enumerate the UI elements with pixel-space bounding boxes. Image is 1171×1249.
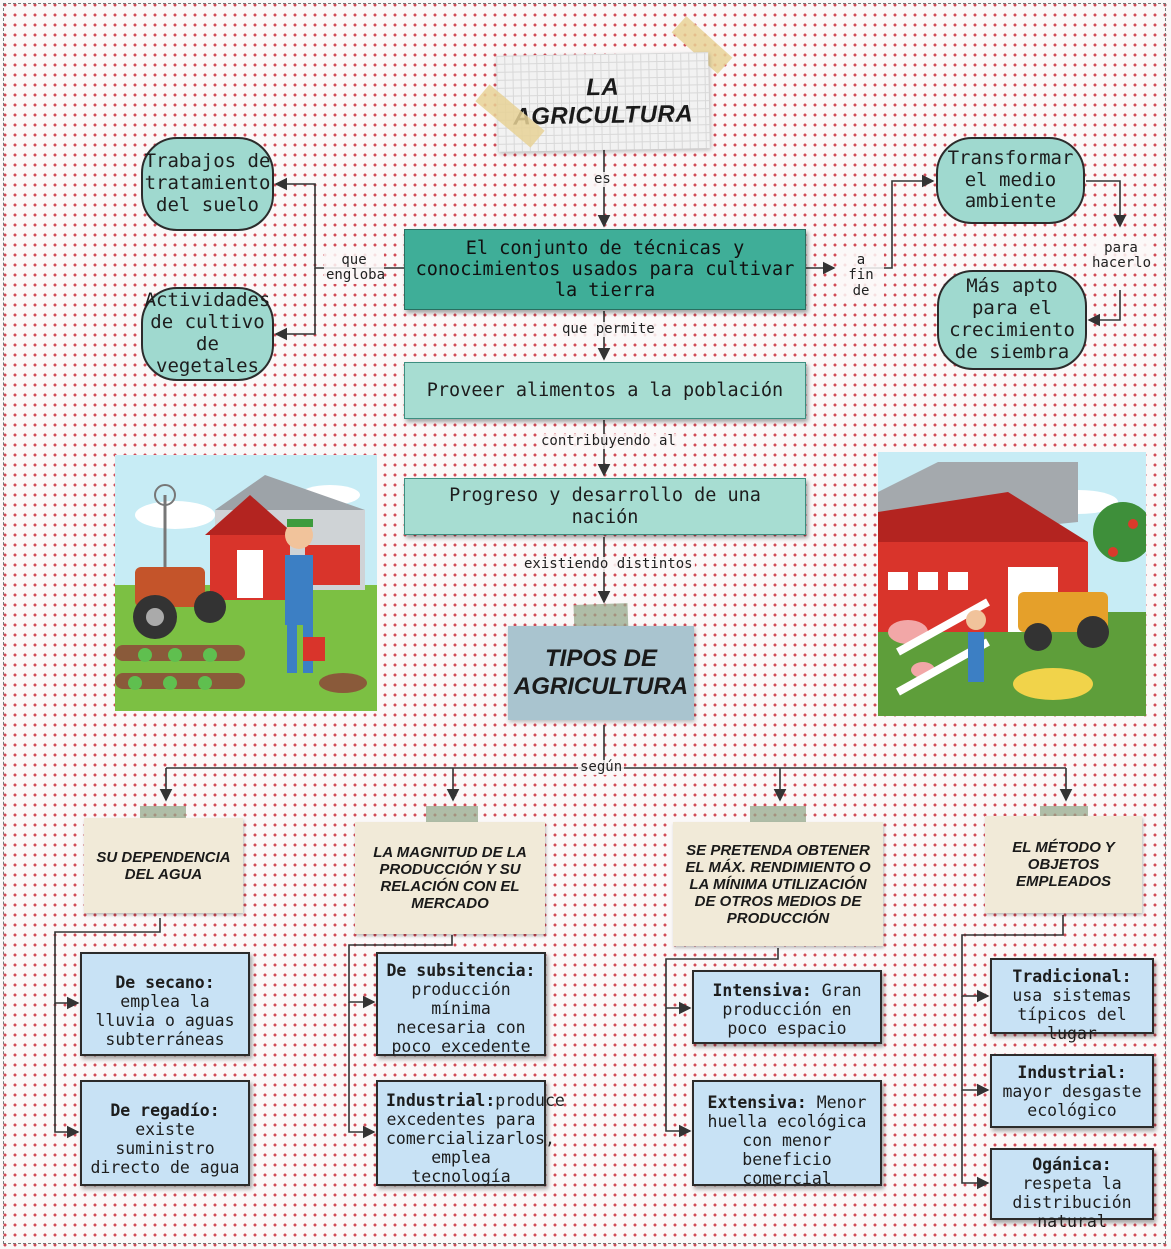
leaf-term: Industrial: xyxy=(386,1091,496,1110)
leaf-desc: existe suministro directo de agua xyxy=(90,1119,240,1177)
category-title-2: LA MAGNITUD DE LA PRODUCCIÓN Y SU RELACI… xyxy=(355,822,545,934)
label-a-fin-de: a fin de xyxy=(838,252,884,300)
farm-left-svg xyxy=(115,455,377,711)
label-segun: según xyxy=(578,759,625,776)
leaf-extensiva: Extensiva: Menor huella ecológica con me… xyxy=(692,1080,882,1188)
farm-right-svg xyxy=(878,452,1146,716)
label-contribuyendo: contribuyendo al xyxy=(539,433,678,450)
chain-progreso: Progreso y desarrollo de una nación xyxy=(404,478,806,535)
leaf-oganica: Ogánica: respeta la distribución natural xyxy=(990,1148,1154,1231)
leaf-term: Industrial: xyxy=(1017,1063,1127,1082)
label-que-engloba: que engloba xyxy=(324,252,386,284)
farm-illustration-right xyxy=(878,452,1146,716)
page-frame xyxy=(3,3,1166,1244)
leaf-desc: emplea la lluvia o aguas subterráneas xyxy=(95,991,235,1049)
leaf-desc: usa sistemas típicos del lugar xyxy=(1012,985,1132,1043)
chain-proveer: Proveer alimentos a la población xyxy=(404,362,806,419)
leaf-de-regadio: De regadío: existe suministro directo de… xyxy=(80,1080,250,1186)
leaf-desc: producción mínima necesaria con poco exc… xyxy=(391,979,531,1056)
label-es: es xyxy=(592,171,613,188)
leaf-term: De secano: xyxy=(115,973,215,992)
leaf-intensiva: Intensiva: Gran producción en poco espac… xyxy=(692,970,882,1044)
leaf-industrial-2: Industrial: mayor desgaste ecológico xyxy=(990,1054,1154,1128)
leaf-desc: respeta la distribución natural xyxy=(1012,1173,1132,1231)
leaf-term: Intensiva: xyxy=(712,981,812,1000)
leaf-term: De subsitencia: xyxy=(386,961,536,980)
category-title-3: SE PRETENDA OBTENER EL MÁX. RENDIMIENTO … xyxy=(673,822,883,946)
types-title: TIPOS DE AGRICULTURA xyxy=(508,626,694,720)
oval-trabajos: Trabajos de tratamiento del suelo xyxy=(141,137,274,231)
category-title-1: SU DEPENDENCIA DEL AGUA xyxy=(84,818,243,913)
oval-mas-apto: Más apto para el crecimiento de siembra xyxy=(937,270,1087,370)
leaf-desc: produce excedentes para comercializarlos… xyxy=(386,1091,565,1186)
leaf-term: Ogánica: xyxy=(1032,1155,1112,1174)
leaf-term: De regadío: xyxy=(110,1101,220,1120)
leaf-de-secano: De secano: emplea la lluvia o aguas subt… xyxy=(80,952,250,1056)
leaf-desc: mayor desgaste ecológico xyxy=(1002,1081,1142,1120)
label-que-permite: que permite xyxy=(560,321,657,338)
category-title-4: EL MÉTODO Y OBJETOS EMPLEADOS xyxy=(985,816,1142,913)
leaf-term: Extensiva: xyxy=(707,1093,807,1112)
oval-transformar: Transformar el medio ambiente xyxy=(936,137,1085,224)
leaf-industrial-1: Industrial:produce excedentes para comer… xyxy=(376,1080,565,1186)
label-para-hacerlo: para hacerlo xyxy=(1090,240,1152,272)
definition-box: El conjunto de técnicas y conocimientos … xyxy=(404,229,806,310)
leaf-de-subsitencia: De subsitencia: producción mínima necesa… xyxy=(376,952,546,1056)
leaf-tradicional: Tradicional: usa sistemas típicos del lu… xyxy=(990,958,1154,1043)
leaf-desc: Gran producción en poco espacio xyxy=(722,981,862,1038)
leaf-desc: Menor huella ecológica con menor benefic… xyxy=(707,1093,867,1188)
label-existiendo: existiendo distintos xyxy=(522,556,695,573)
leaf-term: Tradicional: xyxy=(1012,967,1132,986)
oval-actividades: Actividades de cultivo de vegetales xyxy=(141,287,274,381)
farm-illustration-left xyxy=(115,455,377,711)
